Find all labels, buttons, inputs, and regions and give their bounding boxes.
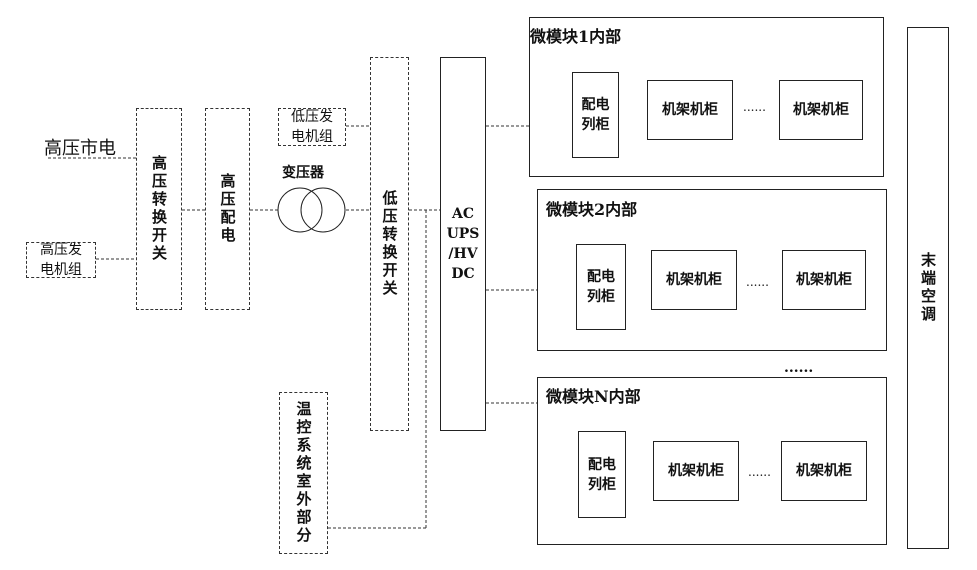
hv-generator-box: 高压发 电机组 xyxy=(26,242,96,278)
hv-distribution-label: 高压配电 xyxy=(218,173,237,245)
transformer-label: 变压器 xyxy=(282,165,324,181)
hv-switch-box: 高压转换开关 xyxy=(136,108,182,310)
more-modules-ellipsis: ...... xyxy=(784,360,814,376)
lv-switch-label: 低压转换开关 xyxy=(380,190,399,298)
hv-distribution-box: 高压配电 xyxy=(205,108,250,310)
module-title: 微模块N内部 xyxy=(546,387,641,406)
distribution-panel: 配电 列柜 xyxy=(576,244,626,330)
distribution-panel: 配电 列柜 xyxy=(572,72,619,158)
rack-cabinet: 机架机柜 xyxy=(779,80,863,140)
module-title: 微模块2内部 xyxy=(546,200,638,219)
lv-switch-box: 低压转换开关 xyxy=(370,57,409,431)
lv-generator-box: 低压发 电机组 xyxy=(278,108,346,146)
cooling-outdoor-label: 温控系统室外部分 xyxy=(294,401,313,545)
end-air-conditioner-label: 末端空调 xyxy=(919,252,937,324)
hv-switch-label: 高压转换开关 xyxy=(150,155,168,263)
rack-cabinet: 机架机柜 xyxy=(781,441,867,501)
distribution-panel: 配电 列柜 xyxy=(578,431,626,518)
rack-cabinet: 机架机柜 xyxy=(651,250,737,310)
rack-ellipsis: ...... xyxy=(746,275,769,289)
end-air-conditioner-box: 末端空调 xyxy=(907,27,949,549)
rack-cabinet: 机架机柜 xyxy=(653,441,739,501)
ups-hvdc-box: AC UPS /HV DC xyxy=(440,57,486,431)
micro-module-2: 微模块2内部 配电 列柜 机架机柜 ...... 机架机柜 xyxy=(537,189,887,351)
module-title: 微模块1内部 xyxy=(530,27,622,46)
cooling-outdoor-box: 温控系统室外部分 xyxy=(279,392,328,554)
rack-cabinet: 机架机柜 xyxy=(647,80,733,140)
rack-ellipsis: ...... xyxy=(743,100,766,114)
rack-ellipsis: ...... xyxy=(748,465,771,479)
rack-cabinet: 机架机柜 xyxy=(782,250,866,310)
micro-module-1: 微模块1内部 配电 列柜 机架机柜 ...... 机架机柜 xyxy=(529,17,884,177)
hv-mains-label: 高压市电 xyxy=(44,138,116,159)
micro-module-n: 微模块N内部 配电 列柜 机架机柜 ...... 机架机柜 xyxy=(537,377,887,545)
